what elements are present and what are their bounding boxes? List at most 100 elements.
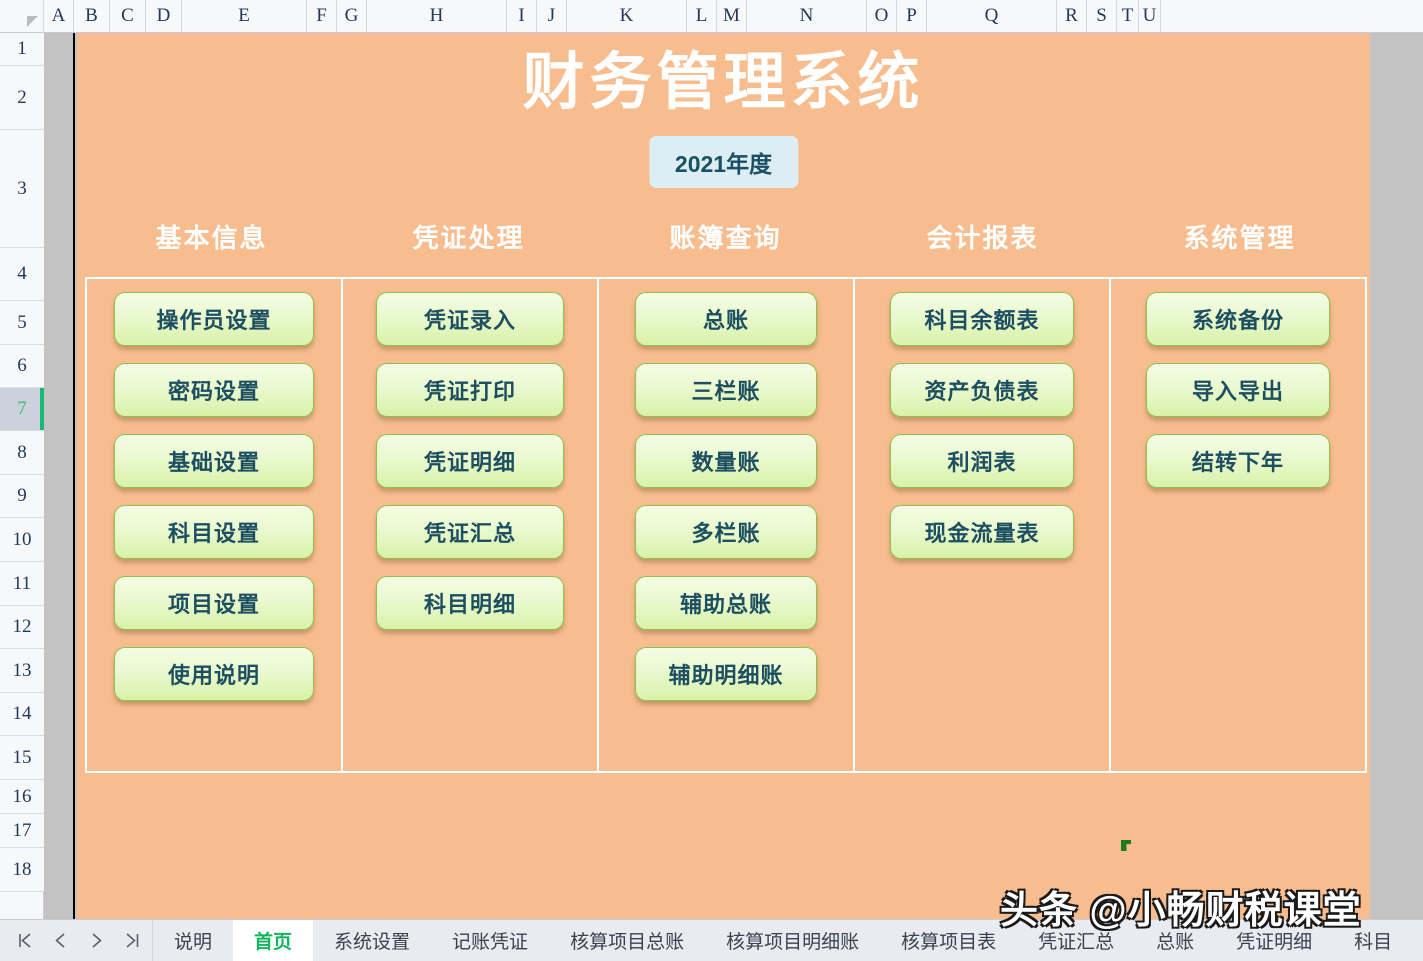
row-header-4[interactable]: 4 — [0, 248, 44, 301]
menu-button-利润表[interactable]: 利润表 — [890, 434, 1074, 488]
column-header-s[interactable]: S — [1087, 0, 1117, 32]
column-header-h[interactable]: H — [367, 0, 507, 32]
sheet-tab-bar: 说明首页系统设置 记账凭证 核算项目总账 核算项目明细账 核算项目表 凭证汇总 总账 凭证明细… — [0, 919, 1423, 961]
menu-column-1: 操作员设置密码设置基础设置科目设置项目设置使用说明 — [87, 279, 343, 771]
row-header-14[interactable]: 14 — [0, 693, 44, 736]
next-sheet-icon[interactable] — [86, 929, 106, 953]
menu-button-三栏账[interactable]: 三栏账 — [635, 363, 817, 417]
column-header-k[interactable]: K — [567, 0, 687, 32]
sheet-tab-凭证汇总[interactable]: 凭证汇总 — [1038, 932, 1115, 953]
section-heading-1: 基本信息 — [155, 223, 268, 253]
row-header-18[interactable]: 18 — [0, 848, 44, 892]
menu-button-操作员设置[interactable]: 操作员设置 — [114, 292, 314, 346]
menu-button-多栏账[interactable]: 多栏账 — [635, 505, 817, 559]
sheet-tab-核算项目表[interactable]: 核算项目表 — [901, 932, 997, 953]
menu-button-结转下年[interactable]: 结转下年 — [1146, 434, 1330, 488]
column-header-q[interactable]: Q — [927, 0, 1057, 32]
select-all-button[interactable] — [0, 0, 44, 32]
menu-button-总账[interactable]: 总账 — [635, 292, 817, 346]
last-sheet-icon[interactable] — [122, 929, 142, 953]
row-header-13[interactable]: 13 — [0, 649, 44, 693]
sheet-tab-记账凭证[interactable]: 记账凭证 — [452, 932, 529, 953]
previous-sheet-icon[interactable] — [50, 929, 70, 953]
column-header-b[interactable]: B — [74, 0, 110, 32]
menu-button-科目明细[interactable]: 科目明细 — [376, 576, 564, 630]
menu-button-辅助总账[interactable]: 辅助总账 — [635, 576, 817, 630]
section-heading-4: 会计报表 — [926, 223, 1039, 253]
row-header-2[interactable]: 2 — [0, 66, 44, 130]
column-header-g[interactable]: G — [337, 0, 367, 32]
menu-button-基础设置[interactable]: 基础设置 — [114, 434, 314, 488]
row-header-8[interactable]: 8 — [0, 431, 44, 475]
first-sheet-icon[interactable] — [14, 929, 34, 953]
sheet-tab-凭证明细[interactable]: 凭证明细 — [1236, 932, 1313, 953]
menu-button-科目余额表[interactable]: 科目余额表 — [890, 292, 1074, 346]
menu-column-2: 凭证录入凭证打印凭证明细凭证汇总科目明细 — [343, 279, 599, 771]
row-header-12[interactable]: 12 — [0, 606, 44, 649]
column-header-c[interactable]: C — [110, 0, 146, 32]
menu-button-资产负债表[interactable]: 资产负债表 — [890, 363, 1074, 417]
sheet-tab-系统设置[interactable]: 系统设置 — [334, 932, 411, 953]
menu-button-凭证录入[interactable]: 凭证录入 — [376, 292, 564, 346]
menu-button-密码设置[interactable]: 密码设置 — [114, 363, 314, 417]
row-header-5[interactable]: 5 — [0, 301, 44, 345]
column-header-f[interactable]: F — [307, 0, 337, 32]
row-header-11[interactable]: 11 — [0, 562, 44, 606]
section-heading-3: 账簿查询 — [669, 223, 782, 253]
menu-button-项目设置[interactable]: 项目设置 — [114, 576, 314, 630]
column-header-l[interactable]: L — [687, 0, 717, 32]
menu-button-凭证汇总[interactable]: 凭证汇总 — [376, 505, 564, 559]
section-heading-5: 系统管理 — [1183, 223, 1296, 253]
column-header-u[interactable]: U — [1139, 0, 1161, 32]
row-header-7[interactable]: 7 — [0, 388, 44, 431]
section-heading-row: 基本信息 凭证处理 账簿查询 会计报表 系统管理 — [83, 218, 1368, 255]
row-header-1[interactable]: 1 — [0, 33, 44, 66]
menu-button-导入导出[interactable]: 导入导出 — [1146, 363, 1330, 417]
sheet-tab-核算项目明细账[interactable]: 核算项目明细账 — [726, 932, 860, 953]
row-header-3[interactable]: 3 — [0, 130, 44, 248]
menu-column-3: 总账三栏账数量账多栏账辅助总账辅助明细账 — [599, 279, 855, 771]
column-header-n[interactable]: N — [747, 0, 867, 32]
sheet-canvas: 财务管理系统 2021年度 基本信息 凭证处理 账簿查询 会计报表 系统管理 操作员设置… — [77, 33, 1370, 919]
menu-button-科目设置[interactable]: 科目设置 — [114, 505, 314, 559]
menu-button-现金流量表[interactable]: 现金流量表 — [890, 505, 1074, 559]
menu-button-辅助明细账[interactable]: 辅助明细账 — [635, 647, 817, 701]
menu-column-4: 科目余额表资产负债表利润表现金流量表 — [855, 279, 1111, 771]
column-header-d[interactable]: D — [146, 0, 182, 32]
row-header-9[interactable]: 9 — [0, 475, 44, 518]
section-heading-2: 凭证处理 — [412, 223, 525, 253]
page-title: 财务管理系统 — [522, 48, 925, 117]
row-header-10[interactable]: 10 — [0, 518, 44, 562]
menu-button-凭证打印[interactable]: 凭证打印 — [376, 363, 564, 417]
sheet-tab-核算项目总账[interactable]: 核算项目总账 — [570, 932, 685, 953]
column-header-e[interactable]: E — [182, 0, 307, 32]
column-a-cells — [44, 33, 75, 919]
sheet-tab-总账[interactable]: 总账 — [1156, 932, 1195, 953]
year-badge: 2021年度 — [648, 136, 799, 188]
column-header-r[interactable]: R — [1057, 0, 1087, 32]
column-header-o[interactable]: O — [867, 0, 897, 32]
menu-button-凭证明细[interactable]: 凭证明细 — [376, 434, 564, 488]
column-header-m[interactable]: M — [717, 0, 747, 32]
sheet-nav-buttons — [0, 920, 153, 961]
column-header-t[interactable]: T — [1117, 0, 1139, 32]
sheet-tab-说明[interactable]: 说明 — [174, 932, 213, 953]
row-header-6[interactable]: 6 — [0, 345, 44, 388]
column-header-p[interactable]: P — [897, 0, 927, 32]
menu-button-使用说明[interactable]: 使用说明 — [114, 647, 314, 701]
column-header-a[interactable]: A — [44, 0, 74, 32]
menu-button-系统备份[interactable]: 系统备份 — [1146, 292, 1330, 346]
select-all-triangle-icon — [27, 16, 38, 27]
row-header-17[interactable]: 17 — [0, 814, 44, 848]
sheet-tab-科目[interactable]: 科目 — [1354, 932, 1393, 953]
row-header-15[interactable]: 15 — [0, 736, 44, 780]
row-header-16[interactable]: 16 — [0, 780, 44, 814]
menu-button-数量账[interactable]: 数量账 — [635, 434, 817, 488]
watermark-text: 头条 @小畅财税课堂 — [999, 889, 1362, 933]
column-header-i[interactable]: I — [507, 0, 537, 32]
column-header-j[interactable]: J — [537, 0, 567, 32]
sheet-tab-首页[interactable]: 首页 — [233, 920, 314, 961]
